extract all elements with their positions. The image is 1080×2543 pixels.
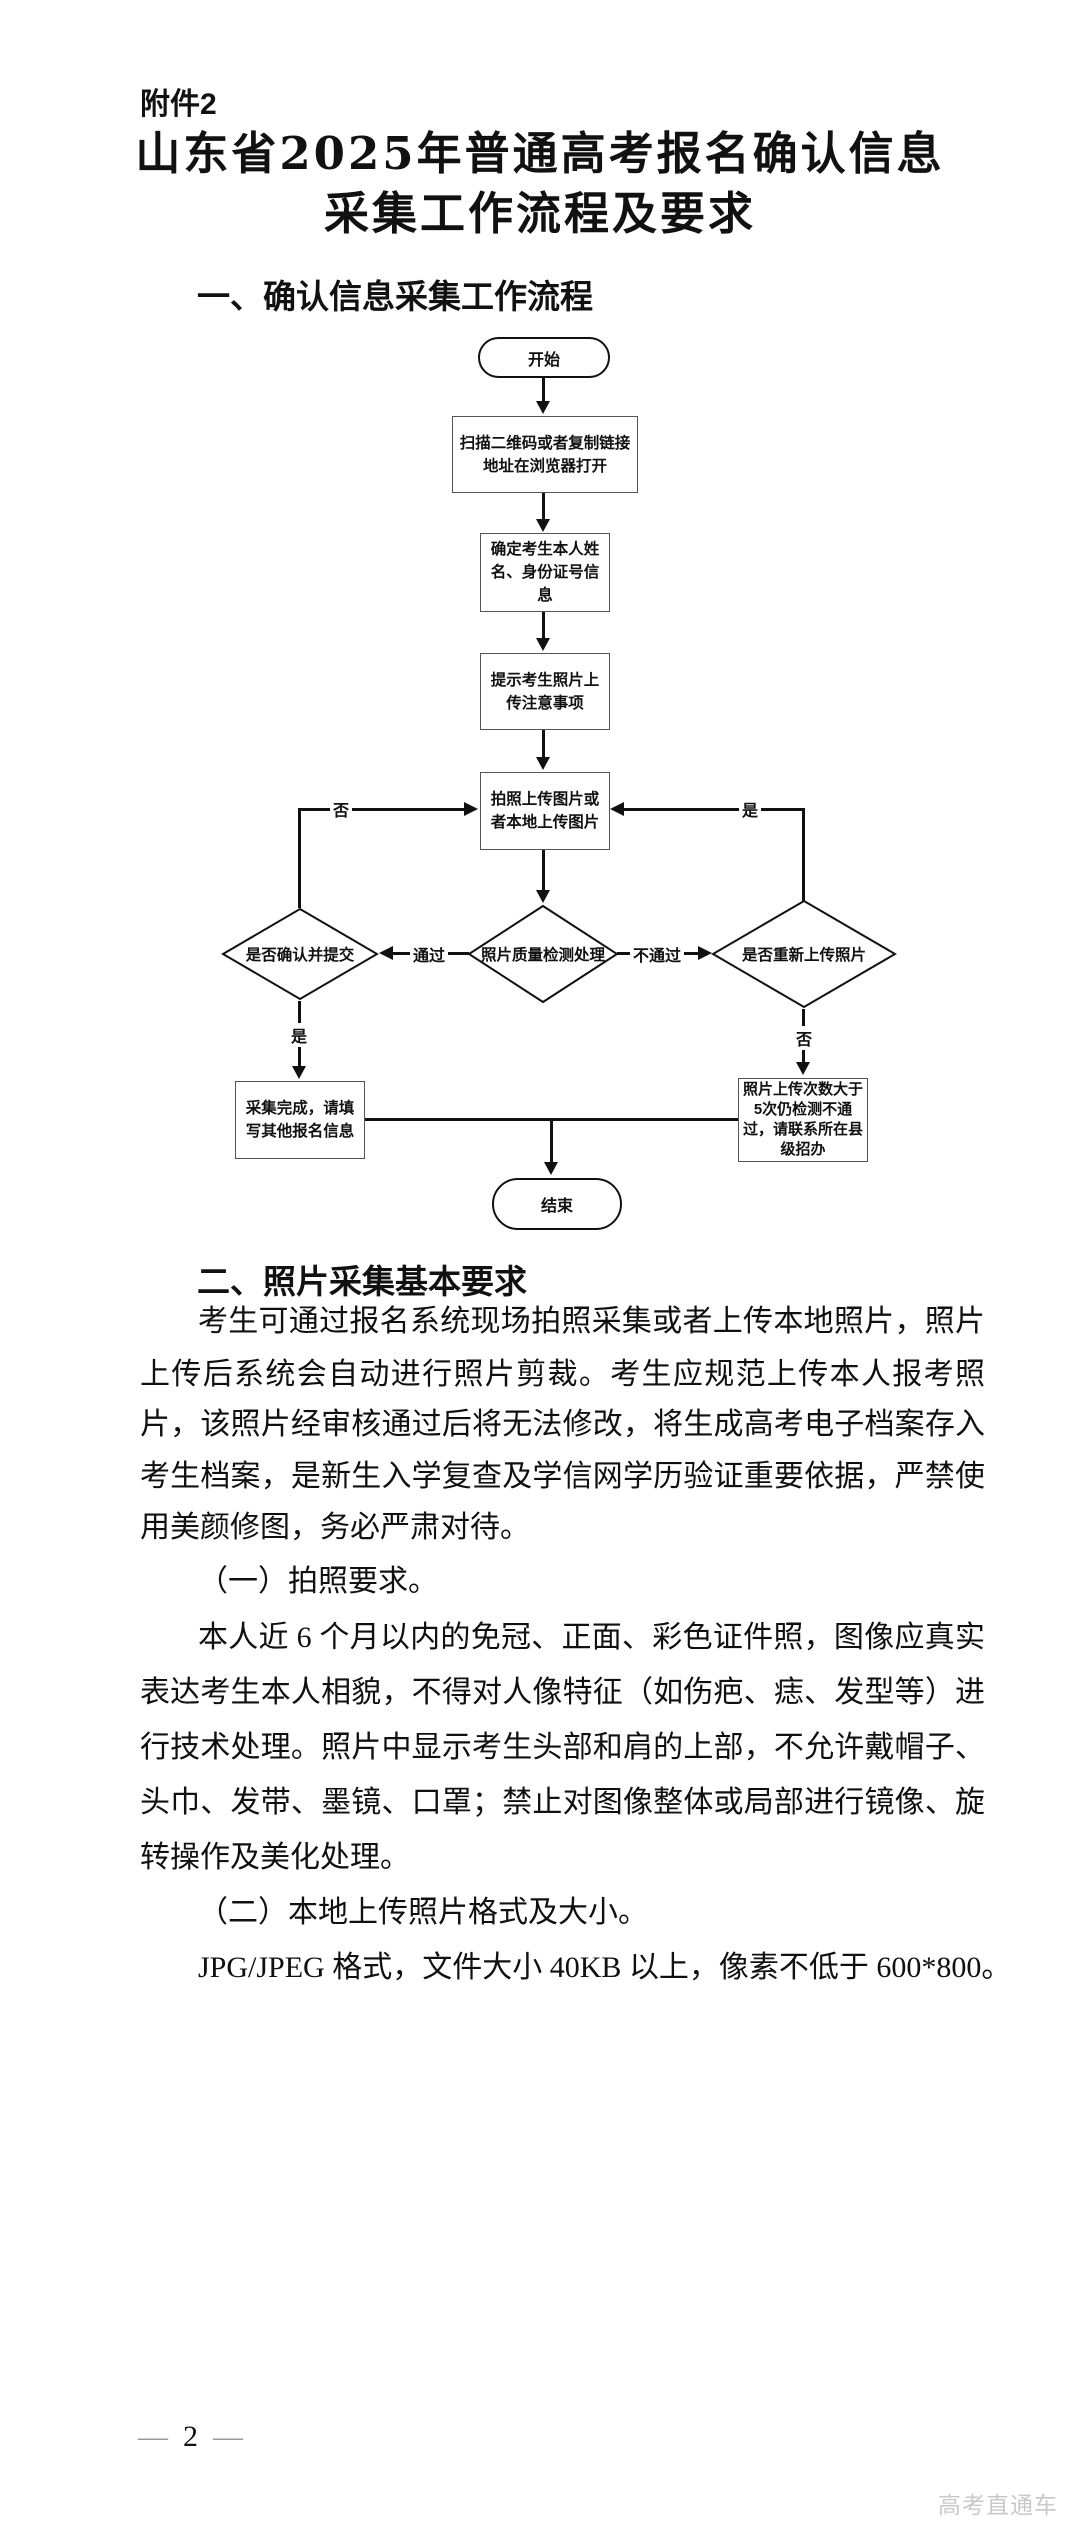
flowchart-notice-box: 提示考生照片上传注意事项	[480, 653, 610, 730]
paragraph-line: 转操作及美化处理。	[140, 1841, 410, 1874]
arrow-down-icon	[536, 401, 550, 414]
arrow-down-icon	[536, 757, 550, 770]
flowchart-upload-box: 拍照上传图片或者本地上传图片	[480, 772, 610, 850]
flowchart-complete-box: 采集完成，请填写其他报名信息	[235, 1081, 365, 1159]
subsection2-heading: （二）本地上传照片格式及大小。	[198, 1896, 648, 1929]
arrow-down-icon	[292, 1066, 306, 1079]
section1-heading: 一、确认信息采集工作流程	[197, 278, 593, 315]
paragraph-line: 片，该照片经审核通过后将无法修改，将生成高考电子档案存入	[140, 1408, 985, 1441]
arrow-right-icon	[698, 946, 712, 960]
arrow-right-icon	[464, 802, 478, 816]
arrow-left-icon	[610, 802, 624, 816]
flowchart-identity-box: 确定考生本人姓名、身份证号信息	[480, 533, 610, 612]
paragraph-line: JPG/JPEG 格式，文件大小 40KB 以上，像素不低于 600*800。	[198, 1951, 1012, 1984]
arrow-down-icon	[536, 638, 550, 651]
flowchart-scan-box: 扫描二维码或者复制链接地址在浏览器打开	[452, 416, 638, 493]
label-yes-right: 是	[738, 797, 762, 821]
arrow-down-icon	[536, 519, 550, 532]
paragraph-line: 本人近 6 个月以内的免冠、正面、彩色证件照，图像应真实	[198, 1621, 985, 1654]
paragraph-line: 表达考生本人相貌，不得对人像特征（如伤疤、痣、发型等）进	[140, 1676, 985, 1709]
flow-line	[298, 809, 301, 908]
paragraph-line: 考生档案，是新生入学复查及学信网学历验证重要依据，严禁使	[140, 1460, 985, 1493]
page-number: — 2 —	[138, 2420, 243, 2454]
label-pass: 通过	[409, 942, 449, 966]
flowchart-end-node: 结束	[492, 1178, 622, 1230]
label-no-down: 否	[792, 1026, 816, 1050]
diamond-shape	[467, 904, 619, 1004]
paragraph-line: 用美颜修图，务必严肃对待。	[140, 1511, 530, 1544]
flow-line	[298, 808, 464, 811]
flow-line	[542, 493, 545, 519]
label-yes-down: 是	[287, 1023, 311, 1047]
label-no-left: 否	[329, 797, 353, 821]
diamond-label: 是否确认并提交	[245, 947, 355, 964]
flow-line	[542, 612, 545, 638]
flow-line	[802, 809, 805, 901]
paragraph-line: 考生可通过报名系统现场拍照采集或者上传本地照片，照片	[198, 1305, 985, 1338]
flowchart-confirm-diamond: 是否确认并提交	[221, 907, 379, 1001]
flow-line	[542, 378, 545, 401]
flowchart-quality-diamond: 照片质量检测处理	[467, 904, 619, 1004]
label-no-pass: 不通过	[629, 942, 685, 966]
arrow-down-icon	[536, 890, 550, 903]
watermark-text: 高考直通车	[938, 2492, 1058, 2518]
diamond-label: 照片质量检测处理	[480, 947, 605, 964]
diamond-shape	[711, 899, 897, 1009]
subsection1-heading: （一）拍照要求。	[198, 1565, 438, 1598]
page-number-value: 2	[183, 2420, 198, 2453]
arrow-left-icon	[379, 946, 393, 960]
document-title: 山东省2025年普通高考报名确认信息 采集工作流程及要求	[0, 124, 1080, 244]
diamond-shape	[221, 907, 379, 1001]
flowchart-reupload-diamond: 是否重新上传照片	[711, 899, 897, 1009]
diamond-label: 是否重新上传照片	[741, 947, 866, 964]
flow-line	[624, 808, 805, 811]
paragraph-line: 上传后系统会自动进行照片剪裁。考生应规范上传本人报考照	[140, 1358, 985, 1391]
arrow-down-icon	[796, 1062, 810, 1075]
flow-line	[542, 730, 545, 757]
flowchart-contact-box: 照片上传次数大于5次仍检测不通过，请联系所在县级招办	[738, 1078, 868, 1162]
flow-line	[550, 1118, 553, 1162]
arrow-down-icon	[544, 1162, 558, 1175]
flow-line	[542, 850, 545, 890]
document-title-line2: 采集工作流程及要求	[323, 187, 756, 240]
paragraph-line: 头巾、发带、墨镜、口罩；禁止对图像整体或局部进行镜像、旋	[140, 1786, 985, 1819]
flowchart-start-node: 开始	[478, 337, 610, 378]
page-number-dash: —	[213, 2420, 243, 2453]
document-title-line1: 山东省2025年普通高考报名确认信息	[135, 127, 945, 180]
attachment-label: 附件2	[140, 88, 217, 121]
section2-heading: 二、照片采集基本要求	[197, 1263, 527, 1300]
page-number-dash: —	[138, 2420, 168, 2453]
paragraph-line: 行技术处理。照片中显示考生头部和肩的上部，不允许戴帽子、	[140, 1731, 985, 1764]
